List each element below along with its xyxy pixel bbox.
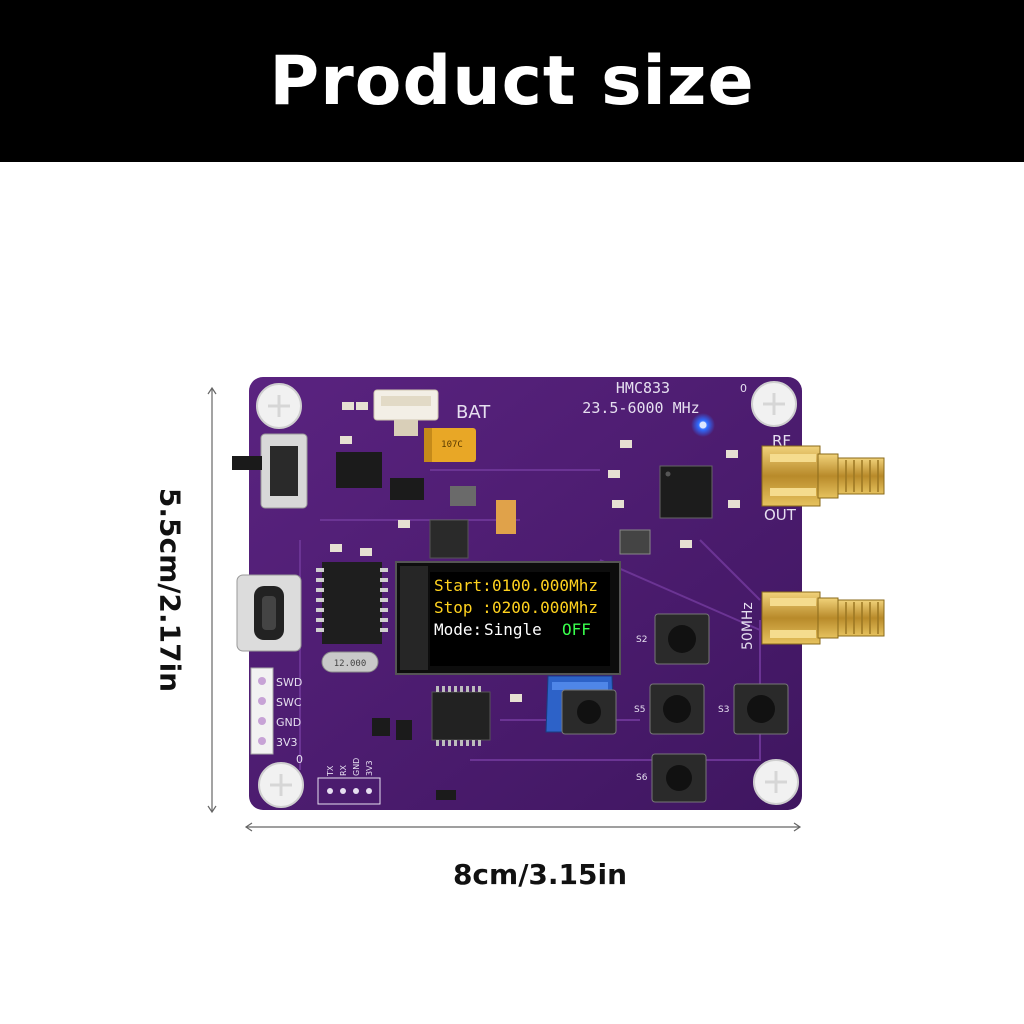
button-s5[interactable]: S5 (634, 683, 705, 735)
pin-label-3v3: 3V3 (276, 736, 298, 749)
swd-header: SWD SWC GND 3V3 (250, 667, 302, 755)
mounting-screws (256, 381, 799, 808)
oled-mode-value: Single (484, 620, 542, 639)
height-dimension-label: 5.5cm/2.17in (153, 487, 187, 693)
status-led (691, 413, 715, 437)
mhz-label: 50MHz (740, 602, 756, 650)
out-label: OUT (764, 506, 797, 524)
power-switch[interactable] (232, 433, 308, 509)
freq-range-label: 23.5-6000 MHz (582, 399, 699, 417)
pin-label-swc: SWC (276, 696, 302, 709)
battery-connector (373, 389, 439, 436)
button-s3-label: S3 (718, 705, 729, 715)
height-dimension-line (207, 386, 217, 814)
title-banner: Product size (0, 0, 1024, 162)
oled-module (395, 561, 621, 675)
50mhz-sma-connector (761, 591, 885, 645)
rf-out-sma-connector (761, 445, 885, 507)
crystal-oscillator: 12.000 (321, 651, 379, 673)
button-s6-label: S6 (636, 773, 648, 783)
uart-label-rx: RX (339, 764, 348, 776)
corner-mark-bottom: 0 (296, 753, 303, 766)
oled-stop-label: Stop : (434, 598, 492, 617)
microcontroller-chip (431, 686, 491, 746)
pin-label-gnd: GND (276, 716, 301, 729)
button-s2[interactable]: S2 (636, 613, 710, 665)
oled-status: OFF (562, 620, 591, 639)
oled-start-label: Start: (434, 576, 492, 595)
uart-label-gnd: GND (352, 758, 361, 776)
chip-name-label: HMC833 (616, 379, 670, 397)
oled-stop-value: 0200.000Mhz (492, 598, 598, 617)
button-s4[interactable] (561, 689, 617, 735)
capacitor-label: 107C (441, 440, 463, 450)
rf-synthesizer-chip (659, 465, 713, 519)
banner-title: Product size (269, 41, 755, 121)
button-s6[interactable]: S6 (636, 753, 707, 803)
crystal-label: 12.000 (334, 659, 367, 669)
width-dimension-line (244, 822, 802, 832)
usb-c-port[interactable] (236, 574, 302, 652)
oled-start-value: 0100.000Mhz (492, 576, 598, 595)
pin-label-swd: SWD (276, 676, 302, 689)
tantalum-capacitor: 107C (424, 428, 476, 462)
smd-components (330, 402, 740, 800)
uart-header: TX RX GND 3V3 (317, 758, 381, 805)
dip-chip (316, 562, 388, 644)
oled-screen: Start: 0100.000Mhz Stop : 0200.000Mhz Mo… (434, 576, 598, 639)
width-dimension-label: 8cm/3.15in (452, 858, 628, 891)
uart-label-3v3: 3V3 (365, 760, 374, 776)
small-ic (619, 529, 651, 555)
uart-label-tx: TX (326, 765, 335, 777)
corner-mark-top: 0 (740, 382, 747, 395)
bat-label: BAT (456, 402, 491, 423)
button-s2-label: S2 (636, 635, 647, 645)
button-s3[interactable]: S3 (718, 683, 789, 735)
oled-mode-label: Mode: (434, 620, 482, 639)
button-s5-label: S5 (634, 705, 645, 715)
